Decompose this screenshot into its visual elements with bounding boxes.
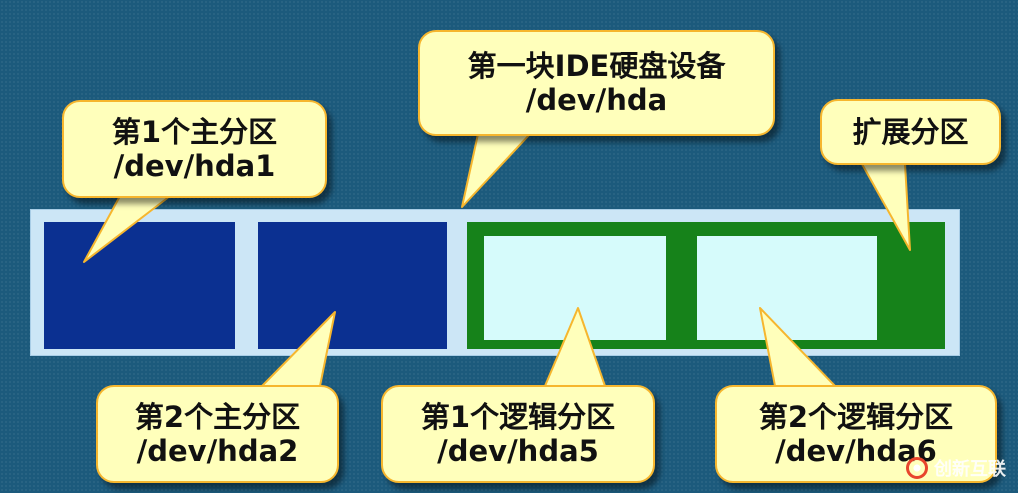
logical-partition-1	[484, 236, 666, 340]
logical-partition-2	[697, 236, 877, 340]
callout-extended-title: 扩展分区	[852, 115, 969, 149]
watermark-text: 创新互联	[934, 459, 1006, 480]
callout-primary2-title: 第2个主分区	[134, 400, 301, 434]
callout-primary2: 第2个主分区 /dev/hda2	[96, 385, 339, 483]
tail-disk	[461, 133, 531, 208]
primary-partition-2	[258, 222, 447, 349]
callout-primary1: 第1个主分区 /dev/hda1	[62, 100, 327, 198]
callout-logical2-title: 第2个逻辑分区	[758, 400, 954, 434]
callout-disk-title: 第一块IDE硬盘设备	[467, 49, 726, 83]
callout-logical1-title: 第1个逻辑分区	[420, 400, 616, 434]
callout-primary1-title: 第1个主分区	[111, 115, 278, 149]
callout-primary2-device: /dev/hda2	[136, 434, 299, 468]
callout-logical1-device: /dev/hda5	[437, 434, 599, 468]
brand-logo-icon	[906, 457, 928, 479]
callout-disk: 第一块IDE硬盘设备 /dev/hda	[418, 30, 775, 136]
callout-disk-device: /dev/hda	[525, 83, 668, 117]
watermark: 创新互联	[906, 455, 1006, 481]
callout-logical2: 第2个逻辑分区 /dev/hda6	[715, 385, 997, 483]
callout-logical1: 第1个逻辑分区 /dev/hda5	[381, 385, 655, 483]
primary-partition-1	[44, 222, 235, 349]
callout-primary1-device: /dev/hda1	[113, 149, 276, 183]
callout-extended: 扩展分区	[820, 99, 1001, 165]
